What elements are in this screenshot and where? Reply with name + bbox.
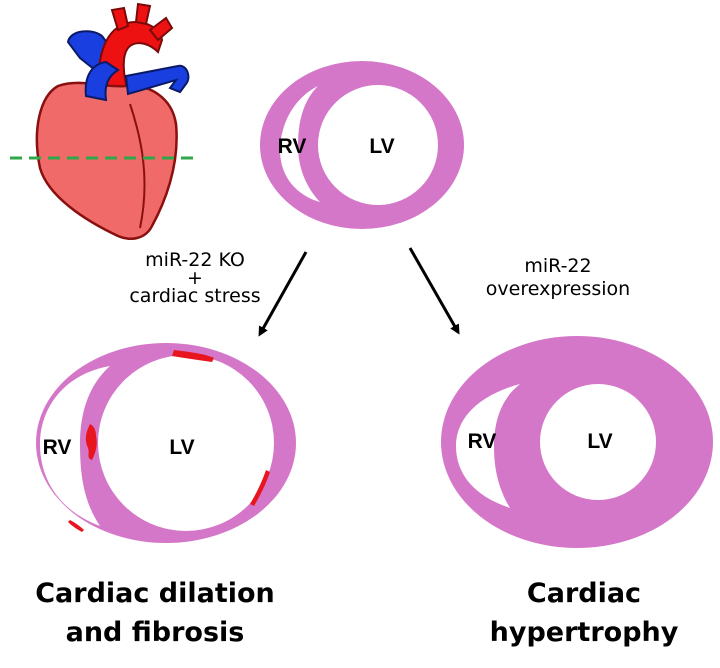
dilation-rv-label: RV [37, 436, 77, 460]
hypertrophy-lv-label: LV [580, 430, 620, 454]
aorta-branch-2 [136, 4, 150, 24]
hypertrophy-title-line1: Cardiac [474, 574, 694, 613]
hypertrophy-title-line2: hypertrophy [474, 613, 694, 652]
dilation-title-line2: and fibrosis [20, 613, 290, 652]
oe-condition-label: miR-22 overexpression [478, 255, 638, 301]
oe-condition-line2: overexpression [478, 278, 638, 301]
dilation-lv-label: LV [162, 436, 202, 460]
dilation-title: Cardiac dilation and fibrosis [20, 574, 290, 652]
fibrosis-patch [68, 520, 84, 532]
heart-illustration-icon [10, 4, 196, 239]
oe-condition-line1: miR-22 [478, 255, 638, 278]
arrow-down-icon [410, 248, 458, 332]
normal-lv-label: LV [362, 135, 402, 159]
dilation-title-line1: Cardiac dilation [20, 574, 290, 613]
pulmonary-vein-shape [126, 66, 188, 94]
hypertrophy-rv-label: RV [462, 430, 502, 454]
aorta-branch-1 [112, 8, 128, 30]
ko-condition-plus: + [110, 272, 280, 285]
normal-rv-label: RV [272, 135, 312, 159]
ko-condition-label: miR-22 KO + cardiac stress [110, 249, 280, 308]
ko-condition-line3: cardiac stress [110, 285, 280, 308]
hypertrophy-title: Cardiac hypertrophy [474, 574, 694, 652]
heart-body-shape [37, 83, 177, 239]
